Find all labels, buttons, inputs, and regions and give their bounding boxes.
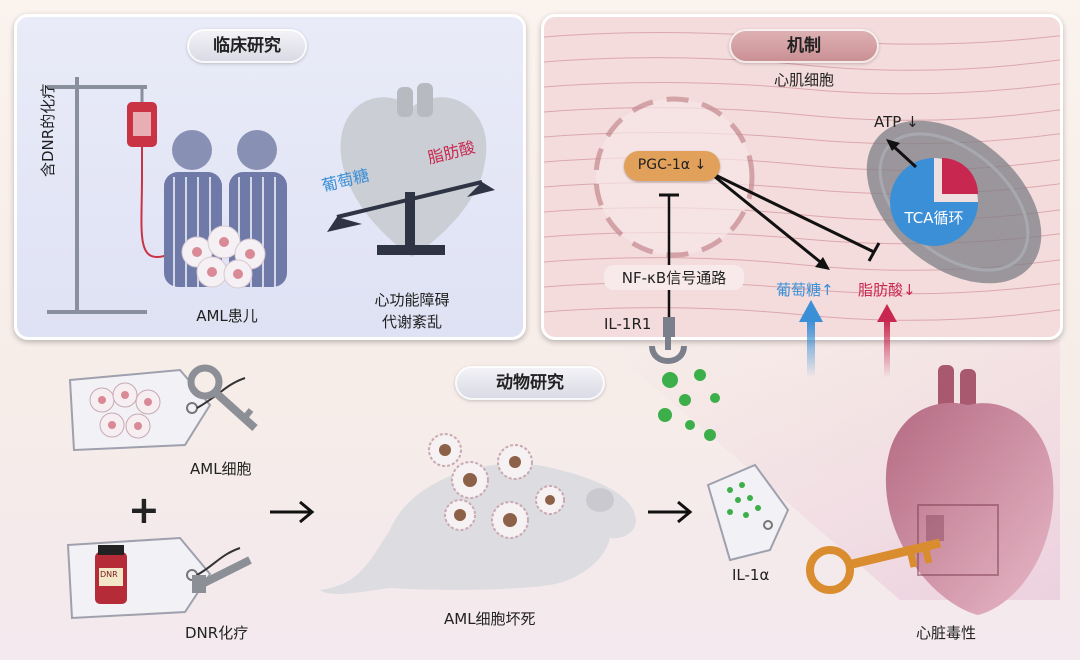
atp-label: ATP ↓ bbox=[874, 113, 919, 131]
clinical-panel: 临床研究 含DNR的化疗 bbox=[14, 14, 526, 340]
mechanism-title: 机制 bbox=[729, 29, 879, 63]
muscle-fiber-background bbox=[544, 31, 1060, 337]
aml-cells-label: AML细胞 bbox=[190, 460, 252, 478]
mechanism-fatty-acid-label: 脂肪酸↓ bbox=[858, 281, 916, 299]
il1r1-label: IL-1R1 bbox=[604, 315, 652, 333]
key-silver-icon-1 bbox=[187, 364, 258, 431]
il1r1-receptor-icon bbox=[649, 336, 687, 364]
cardiotoxicity-label: 心脏毒性 bbox=[916, 624, 977, 642]
aml-cells-tag-icon bbox=[68, 368, 246, 452]
il1a-tag-icon bbox=[706, 463, 790, 562]
nfkb-label: NF-κB信号通路 bbox=[604, 265, 744, 290]
pgc-label: PGC-1α ↓ bbox=[637, 157, 707, 173]
il1a-label: IL-1α bbox=[732, 566, 770, 584]
outcome-line1: 心功能障碍 bbox=[374, 291, 450, 309]
il1a-dots-icon bbox=[658, 369, 720, 441]
aml-patients-icon bbox=[164, 130, 287, 289]
pgc-badge: PGC-1α ↓ bbox=[624, 151, 720, 181]
patients-label: AML患儿 bbox=[196, 307, 258, 325]
animal-title: 动物研究 bbox=[455, 366, 605, 400]
key-silver-icon-2 bbox=[192, 556, 252, 593]
outcome-line2: 代谢紊乱 bbox=[381, 313, 442, 331]
mechanism-glucose-label: 葡萄糖↑ bbox=[776, 281, 834, 299]
dnr-bottle-label: DNR bbox=[100, 570, 118, 579]
clinical-title: 临床研究 bbox=[187, 29, 307, 63]
cell-label: 心肌细胞 bbox=[773, 71, 834, 89]
iv-stand-icon bbox=[47, 77, 184, 314]
key-gold-icon bbox=[806, 538, 942, 594]
heart-scale-icon bbox=[327, 83, 495, 257]
arrow-to-il1a-icon bbox=[648, 500, 693, 524]
chemo-label: 含DNR的化疗 bbox=[39, 83, 57, 177]
necrosis-label: AML细胞坏死 bbox=[444, 610, 536, 628]
metabolite-arrows bbox=[799, 300, 897, 378]
tca-label: TCA循环 bbox=[904, 209, 964, 227]
plus-sign: + bbox=[128, 488, 160, 532]
arrow-to-mouse-icon bbox=[270, 500, 315, 524]
mouse-necrosis-icon bbox=[320, 433, 636, 594]
mechanism-panel: 机制 心肌细胞 PGC-1α ↓ ATP ↓ TCA循环 NF-κB信号通路 I… bbox=[541, 14, 1063, 340]
dnr-chemo-label: DNR化疗 bbox=[185, 624, 249, 642]
